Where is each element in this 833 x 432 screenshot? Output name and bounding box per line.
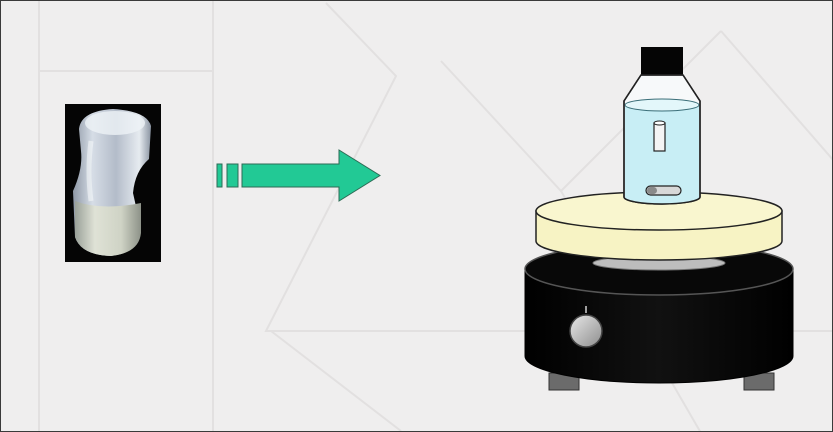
stir-bar — [646, 186, 681, 195]
sample-piece — [654, 121, 665, 151]
stirrer-knob-icon — [570, 315, 602, 347]
magnetic-stirrer — [525, 192, 793, 390]
gel-photo — [65, 104, 161, 262]
bottle-cap — [641, 47, 683, 75]
